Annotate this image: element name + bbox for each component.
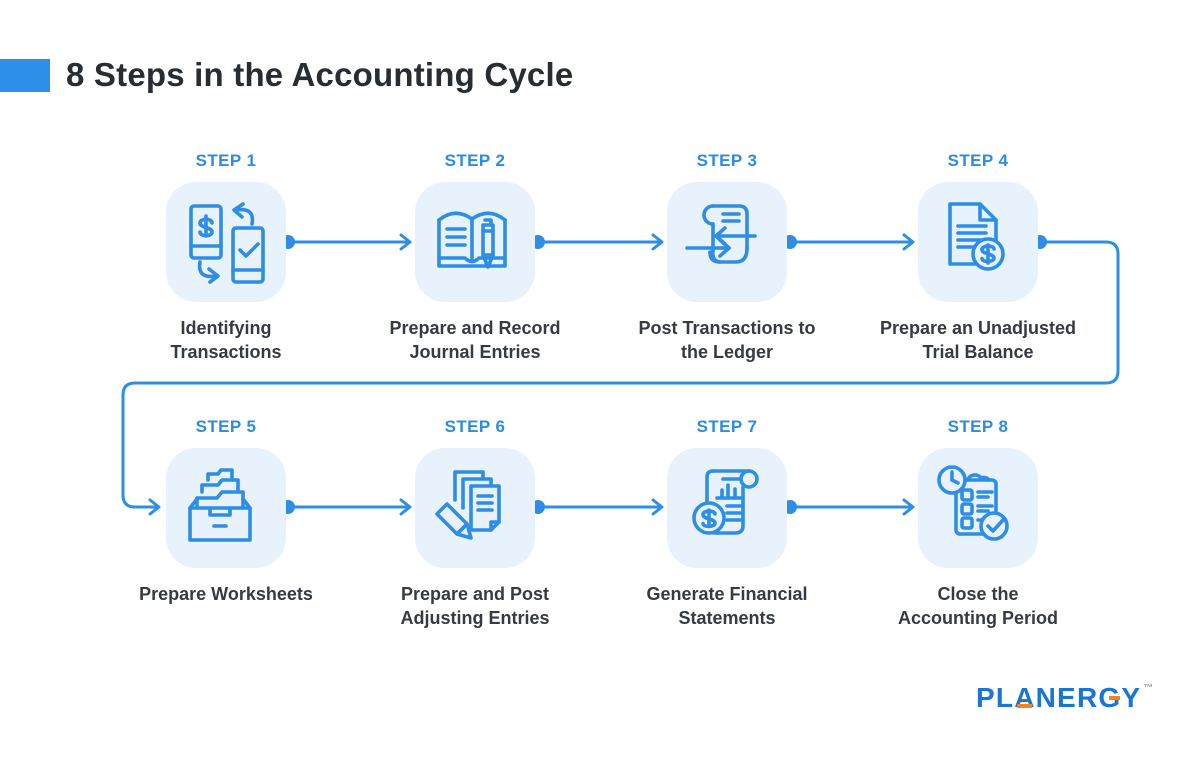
- step-8-icon-box: [918, 448, 1038, 568]
- open-book-pencil-icon: [437, 211, 507, 269]
- page-title: 8 Steps in the Accounting Cycle: [66, 56, 574, 93]
- step-4: STEP 4 Prepare an Unadjusted Trial Balan…: [853, 150, 1103, 364]
- step-4-label: STEP 4: [947, 151, 1009, 170]
- step-2-caption: Prepare and Record Journal Entries: [389, 318, 561, 362]
- step-5-caption: Prepare Worksheets: [139, 584, 313, 604]
- step-3-label: STEP 3: [696, 151, 758, 170]
- step-2: STEP 2 Prepare and Record Journal Entrie…: [350, 150, 600, 364]
- financial-statement-dollar-icon: [692, 469, 759, 535]
- clipboard-checklist-clock-icon: [937, 465, 1009, 541]
- step-7-caption: Generate Financial Statements: [646, 584, 808, 628]
- step-5: STEP 5 Prepare Worksheets: [101, 416, 351, 606]
- step-7-label: STEP 7: [696, 417, 758, 436]
- papers-pencil-icon: [435, 470, 501, 540]
- step-4-caption: Prepare an Unadjusted Trial Balance: [879, 318, 1077, 362]
- step-7-icon-box: [667, 448, 787, 568]
- step-5-label: STEP 5: [195, 417, 257, 436]
- step-6: STEP 6 Prepare and Post Adjusting Entrie…: [350, 416, 600, 630]
- title-accent-bar: [0, 59, 50, 92]
- step-1: STEP 1 Identifying Transactions: [101, 150, 351, 364]
- step-8-label: STEP 8: [947, 417, 1009, 436]
- step-3-icon-box: [667, 182, 787, 302]
- step-6-icon-box: [415, 448, 535, 568]
- step-2-icon-box: [415, 182, 535, 302]
- step-7: STEP 7 Generate Financial Statements: [602, 416, 852, 630]
- step-8: STEP 8 Close the Accounting Period: [853, 416, 1103, 630]
- step-8-caption: Close the Accounting Period: [897, 584, 1058, 628]
- ledger-scroll-arrows-icon: [685, 204, 757, 264]
- step-1-caption: Identifying Transactions: [170, 318, 282, 362]
- step-4-icon-box: [918, 182, 1038, 302]
- step-5-icon-box: [166, 448, 286, 568]
- step-1-label: STEP 1: [195, 151, 257, 170]
- document-dollar-icon: [948, 202, 1005, 271]
- step-1-icon-box: [166, 182, 286, 302]
- step-3-caption: Post Transactions to the Ledger: [638, 318, 816, 362]
- step-3: STEP 3 Post Transactions to the Ledger: [602, 150, 852, 364]
- step-6-label: STEP 6: [444, 417, 506, 436]
- step-2-label: STEP 2: [444, 151, 506, 170]
- step-6-caption: Prepare and Post Adjusting Entries: [400, 584, 550, 628]
- trademark-symbol: ™: [1143, 683, 1154, 694]
- money-transfer-phones-icon: [189, 202, 265, 284]
- archive-folders-icon: [188, 468, 252, 542]
